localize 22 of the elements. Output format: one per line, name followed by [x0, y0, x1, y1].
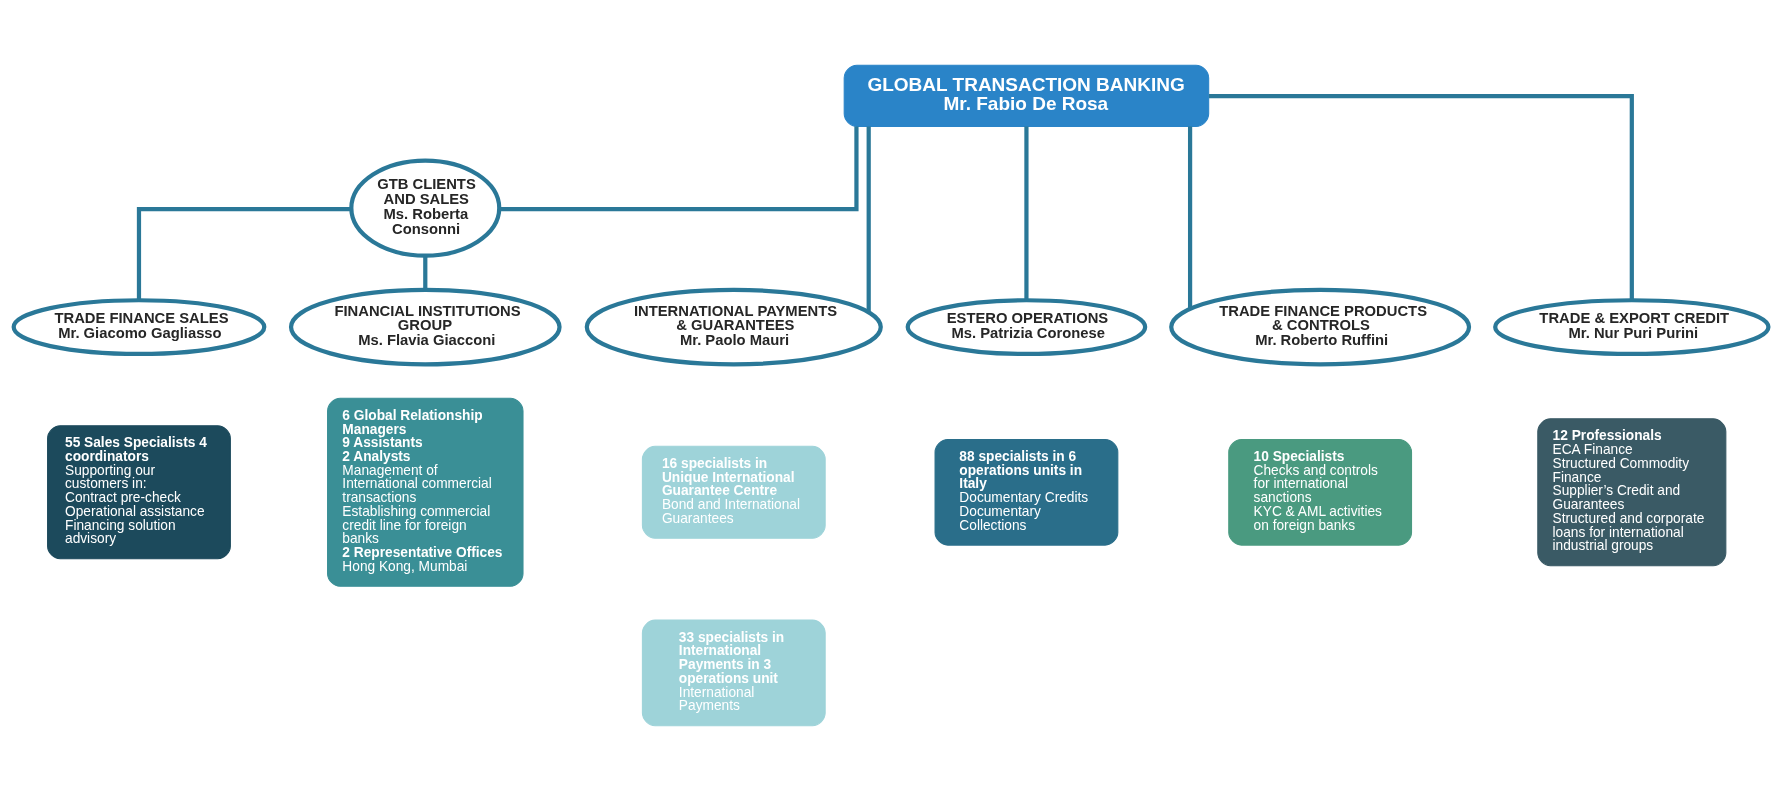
- connector: [422, 256, 427, 290]
- node-ellipse: GTB CLIENTS AND SALES Ms. Roberta Consonni: [348, 158, 501, 258]
- connector: [498, 126, 859, 212]
- connector: [1023, 126, 1029, 300]
- node-box: 88 specialists in 6 operations units in Italy Documentary Credits Documentary Collections: [934, 438, 1118, 546]
- node-box: 16 specialists in Unique International Guarantee Centre Bond and International Guarantees: [641, 445, 826, 539]
- node-box: 55 Sales Specialists 4 coordinators Supporting our customers in: Contract pre-check Operational assistance Financing solution advisory: [46, 425, 231, 560]
- node-ellipse: INTERNATIONAL PAYMENTS & GUARANTEES Mr. Paolo Mauri: [584, 287, 883, 367]
- node-ellipse: TRADE FINANCE PRODUCTS & CONTROLS Mr. Roberto Ruffini: [1168, 287, 1471, 367]
- node-box: 12 Professionals ECA Finance Structured Commodity Finance Supplier’s Credit and Guarantees Structured and corporate loans for international industrial groups: [1536, 418, 1726, 567]
- node-box: GLOBAL TRANSACTION BANKING Mr. Fabio De Rosa: [843, 64, 1209, 128]
- node-ellipse: FINANCIAL INSTITUTIONS GROUP Ms. Flavia Giacconi: [288, 287, 562, 367]
- connector: [136, 207, 351, 301]
- node-box: 10 Specialists Checks and controls for international sanctions KYC & AML activities on foreign banks: [1227, 438, 1412, 546]
- connector: [1208, 94, 1634, 301]
- node-ellipse: TRADE & EXPORT CREDIT Mr. Nur Puri Purini: [1492, 298, 1771, 357]
- connector: [866, 126, 871, 313]
- node-ellipse: TRADE FINANCE SALES Mr. Giacomo Gagliasso: [11, 298, 266, 357]
- node-box: 6 Global Relationship Managers 9 Assistants 2 Analysts Management of International commercial transactions Establishing commercial credit line for foreign banks 2 Representative Offices Hong Kong, Mumbai: [326, 397, 524, 587]
- node-ellipse: ESTERO OPERATIONS Ms. Patrizia Coronese: [905, 298, 1147, 357]
- node-box: 33 specialists in International Payments in 3 operations unit International Payments: [641, 619, 826, 727]
- connector: [1187, 126, 1192, 309]
